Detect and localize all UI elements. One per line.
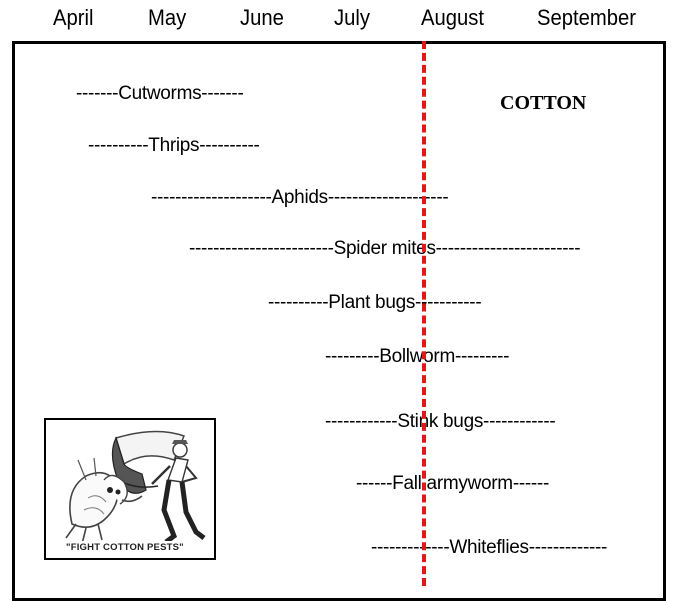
month-label-july: July xyxy=(334,4,370,32)
pest-row-spider-mites: ------------------------Spider mites----… xyxy=(189,237,580,261)
pest-row-plant-bugs: ----------Plant bugs----------- xyxy=(268,291,481,315)
pest-row-fall-armyworm: ------Fall armyworm------ xyxy=(356,472,549,496)
poster-caption: "FIGHT COTTON PESTS" xyxy=(50,541,210,555)
pest-row-cutworms: -------Cutworms------- xyxy=(76,82,244,106)
poster-illustration xyxy=(46,420,214,558)
month-label-april: April xyxy=(53,4,93,32)
pest-row-bollworm: ---------Bollworm--------- xyxy=(325,345,509,369)
month-label-september: September xyxy=(537,4,636,32)
pest-row-aphids: --------------------Aphids--------------… xyxy=(151,186,448,210)
current-date-cutoff-line xyxy=(422,41,426,586)
pest-row-thrips: ----------Thrips---------- xyxy=(88,134,260,158)
month-label-may: May xyxy=(148,4,186,32)
pest-row-whiteflies: -------------Whiteflies------------- xyxy=(371,536,607,560)
month-label-august: August xyxy=(421,4,484,32)
pest-row-stink-bugs: ------------Stink bugs------------ xyxy=(325,410,555,434)
fight-cotton-pests-poster: "FIGHT COTTON PESTS" xyxy=(44,418,216,560)
month-label-june: June xyxy=(240,4,284,32)
crop-label: COTTON xyxy=(500,90,586,116)
